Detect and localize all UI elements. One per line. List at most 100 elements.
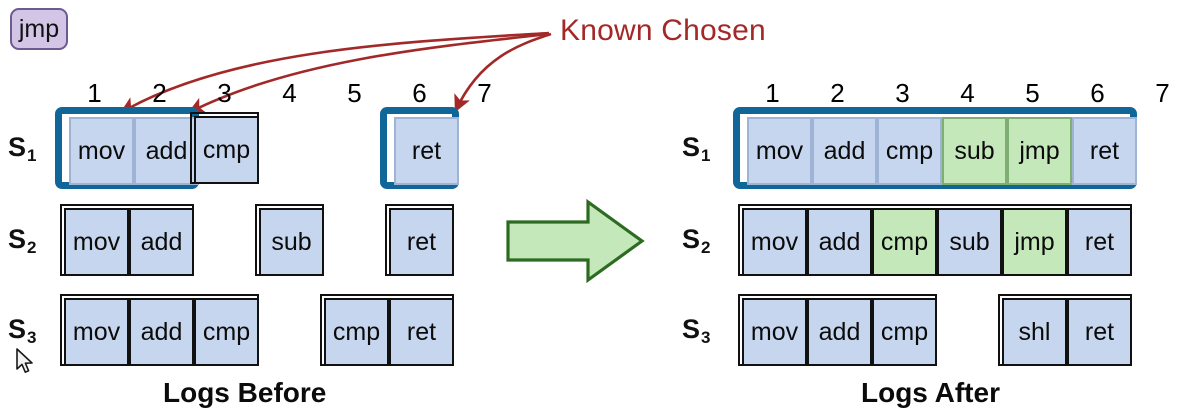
log-entry-cell[interactable]: shl bbox=[1002, 298, 1067, 366]
log-entry-text: cmp bbox=[880, 317, 929, 346]
chosen-cell-group: ret bbox=[380, 107, 459, 189]
log-entry-cell[interactable]: ret bbox=[1072, 117, 1137, 185]
series-label-s2: S2 bbox=[8, 224, 37, 257]
log-entry-cell[interactable]: jmp bbox=[1007, 117, 1072, 185]
log-entry-cell[interactable]: cmp bbox=[324, 298, 389, 366]
series-label-s3: S3 bbox=[682, 314, 711, 347]
log-entry-cell[interactable]: add bbox=[129, 298, 194, 366]
log-entry-cell[interactable]: mov bbox=[64, 298, 129, 366]
log-entry-cell[interactable]: mov bbox=[742, 298, 807, 366]
log-entry-text: ret bbox=[406, 317, 437, 346]
log-entry-cell[interactable]: ret bbox=[389, 298, 454, 366]
log-entry-cell[interactable]: mov bbox=[64, 208, 129, 276]
log-entry-text: cmp bbox=[332, 317, 381, 346]
log-entry-text: ret bbox=[406, 227, 437, 256]
series-label-subscript: 2 bbox=[701, 238, 711, 257]
series-label-subscript: 1 bbox=[27, 146, 37, 165]
cell-group: cmp bbox=[190, 112, 259, 184]
column-number-4: 4 bbox=[960, 78, 975, 108]
series-label-subscript: 3 bbox=[27, 328, 37, 347]
log-entry-text: mov bbox=[72, 227, 121, 256]
log-entry-cell[interactable]: add bbox=[129, 208, 194, 276]
column-number-5: 5 bbox=[347, 78, 362, 108]
column-number-4: 4 bbox=[282, 78, 297, 108]
log-entry-text: add bbox=[145, 136, 188, 165]
jmp-badge: jmp bbox=[10, 8, 68, 50]
log-entry-text: add bbox=[818, 227, 861, 256]
series-label-s3: S3 bbox=[8, 314, 37, 347]
log-entry-text: cmp bbox=[880, 227, 929, 256]
log-entry-cell[interactable]: mov bbox=[742, 208, 807, 276]
log-entry-text: shl bbox=[1018, 317, 1051, 346]
column-number-6: 6 bbox=[1090, 78, 1105, 108]
log-entry-text: mov bbox=[72, 317, 121, 346]
log-entry-cell[interactable]: add bbox=[134, 117, 199, 185]
log-entry-text: mov bbox=[750, 227, 799, 256]
column-number-1: 1 bbox=[765, 78, 780, 108]
log-entry-text: mov bbox=[77, 136, 126, 165]
log-entry-text: add bbox=[140, 317, 183, 346]
jmp-badge-label: jmp bbox=[18, 14, 60, 43]
log-entry-text: mov bbox=[750, 317, 799, 346]
log-entry-text: sub bbox=[954, 136, 995, 165]
log-entry-text: cmp bbox=[202, 317, 251, 346]
log-entry-cell[interactable]: cmp bbox=[877, 117, 942, 185]
column-ruler-after: 1 2 3 4 5 6 7 bbox=[660, 78, 1200, 108]
log-entry-text: sub bbox=[271, 227, 312, 256]
cell-group: sub bbox=[255, 204, 324, 276]
known-chosen-annotation-label: Known Chosen bbox=[560, 14, 766, 47]
log-entry-cell[interactable]: mov bbox=[747, 117, 812, 185]
series-label-subscript: 3 bbox=[701, 328, 711, 347]
mouse-pointer-icon bbox=[16, 348, 33, 373]
log-entry-text: ret bbox=[411, 136, 442, 165]
log-entry-cell[interactable]: add bbox=[807, 298, 872, 366]
series-label-subscript: 2 bbox=[27, 238, 37, 257]
log-entry-cell[interactable]: cmp bbox=[194, 298, 259, 366]
log-entry-cell[interactable]: add bbox=[812, 117, 877, 185]
column-number-2: 2 bbox=[152, 78, 167, 108]
log-entry-cell[interactable]: sub bbox=[937, 208, 1002, 276]
log-entry-cell[interactable]: ret bbox=[394, 117, 459, 185]
column-number-2: 2 bbox=[830, 78, 845, 108]
log-entry-cell[interactable]: cmp bbox=[194, 116, 259, 184]
log-entry-cell[interactable]: jmp bbox=[1002, 208, 1067, 276]
log-entry-cell[interactable]: mov bbox=[69, 117, 134, 185]
column-number-7: 7 bbox=[1155, 78, 1170, 108]
log-entry-cell[interactable]: cmp bbox=[872, 208, 937, 276]
series-label-base: S bbox=[682, 132, 701, 162]
log-entry-text: ret bbox=[1089, 136, 1120, 165]
column-number-5: 5 bbox=[1025, 78, 1040, 108]
series-label-base: S bbox=[8, 314, 27, 344]
log-entry-cell[interactable]: sub bbox=[259, 208, 324, 276]
log-entry-cell[interactable]: sub bbox=[942, 117, 1007, 185]
log-entry-text: add bbox=[140, 227, 183, 256]
series-label-s1: S1 bbox=[8, 132, 37, 165]
log-entry-cell[interactable]: cmp bbox=[872, 298, 937, 366]
log-entry-text: jmp bbox=[1014, 227, 1055, 256]
log-entry-cell[interactable]: add bbox=[807, 208, 872, 276]
logs-after-title: Logs After bbox=[861, 377, 1000, 408]
log-entry-text: sub bbox=[949, 227, 990, 256]
log-entry-cell[interactable]: ret bbox=[389, 208, 454, 276]
log-entry-text: ret bbox=[1084, 227, 1115, 256]
logs-before-title: Logs Before bbox=[163, 377, 327, 408]
log-entry-text: mov bbox=[755, 136, 804, 165]
column-number-3: 3 bbox=[895, 78, 910, 108]
log-entry-cell[interactable]: ret bbox=[1067, 208, 1132, 276]
series-label-base: S bbox=[682, 224, 701, 254]
log-entry-text: add bbox=[823, 136, 866, 165]
log-entry-cell[interactable]: ret bbox=[1067, 298, 1132, 366]
column-number-1: 1 bbox=[87, 78, 102, 108]
